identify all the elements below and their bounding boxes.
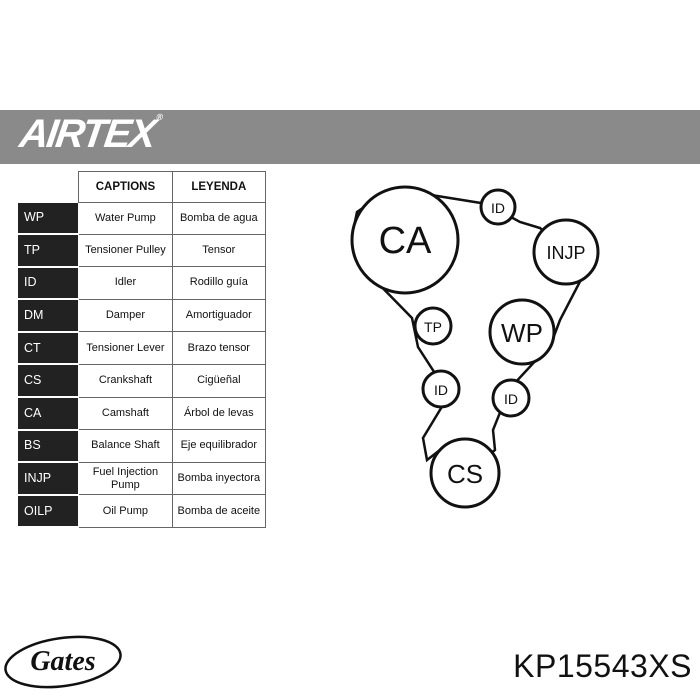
row-leyenda: Bomba de agua: [171, 202, 267, 235]
gates-logo-text: Gates: [30, 646, 95, 677]
row-code: TP: [18, 234, 80, 268]
pulley-injp: [532, 218, 600, 286]
row-code: INJP: [18, 462, 80, 496]
table-row: DM Damper Amortiguador: [18, 298, 267, 333]
row-caption: Water Pump: [78, 202, 173, 235]
table-row: ID Idler Rodillo guía: [18, 266, 267, 301]
pulley-cs: [429, 437, 501, 509]
row-leyenda: Cigüeñal: [171, 363, 267, 398]
row-code: ID: [18, 266, 80, 301]
row-code: DM: [18, 299, 80, 333]
part-number: KP15543XS: [513, 648, 692, 684]
label-tp: TP: [424, 319, 442, 335]
table-row: TP Tensioner Pulley Tensor: [18, 233, 267, 268]
table-row: CA Camshaft Árbol de levas: [18, 396, 267, 431]
table-row: WP Water Pump Bomba de agua: [18, 202, 267, 236]
row-leyenda: Árbol de levas: [171, 396, 267, 431]
row-caption: Camshaft: [78, 396, 173, 431]
row-code: WP: [18, 202, 80, 236]
row-caption: Tensioner Lever: [78, 331, 173, 365]
row-caption: Idler: [78, 266, 173, 300]
registered-mark: ®: [155, 112, 164, 122]
row-code: CT: [18, 331, 80, 366]
table-header-row: CAPTIONS LEYENDA: [18, 171, 267, 203]
table-row: BS Balance Shaft Eje equilibrador: [18, 429, 267, 464]
row-code: BS: [18, 429, 80, 464]
pulley-wp: [488, 298, 556, 366]
row-code: OILP: [18, 494, 80, 529]
brand-banner: [0, 110, 700, 164]
row-leyenda: Tensor: [171, 233, 267, 268]
component-legend-table: CAPTIONS LEYENDA WP Water Pump Bomba de …: [18, 171, 267, 529]
airtex-logo: AIRTEX®: [17, 112, 164, 157]
gates-logo: Gates: [4, 635, 122, 689]
label-cs: CS: [447, 459, 483, 489]
row-caption: Tensioner Pulley: [78, 233, 173, 268]
row-leyenda: Bomba de aceite: [171, 494, 267, 528]
row-leyenda: Eje equilibrador: [171, 429, 267, 463]
row-caption: Damper: [78, 298, 173, 333]
belt-routing-diagram: CA ID INJP TP WP ID ID CS: [350, 185, 600, 509]
label-wp: WP: [501, 318, 543, 348]
table-row: OILP Oil Pump Bomba de aceite: [18, 494, 267, 529]
row-leyenda: Amortiguador: [171, 298, 267, 333]
header-blank-cell: [18, 171, 79, 203]
row-leyenda: Bomba inyectora: [171, 461, 267, 496]
row-caption: Oil Pump: [78, 494, 173, 528]
pulley-ca: [350, 185, 460, 295]
table-row: CT Tensioner Lever Brazo tensor: [18, 331, 267, 366]
label-injp: INJP: [546, 243, 585, 263]
row-caption: Crankshaft: [78, 363, 173, 398]
airtex-logo-text: AIRTEX: [16, 112, 158, 156]
row-caption: Fuel Injection Pump: [78, 461, 173, 496]
row-leyenda: Brazo tensor: [171, 331, 267, 365]
pulley-tp: [413, 306, 453, 346]
label-id-top: ID: [491, 200, 505, 216]
label-ca: CA: [379, 220, 432, 262]
label-id-left: ID: [434, 382, 448, 398]
label-id-right: ID: [504, 391, 518, 407]
row-code: CA: [18, 397, 80, 431]
row-leyenda: Rodillo guía: [171, 266, 267, 300]
row-code: CS: [18, 364, 80, 399]
header-leyenda: LEYENDA: [171, 171, 267, 203]
table-row: CS Crankshaft Cigüeñal: [18, 363, 267, 399]
header-captions: CAPTIONS: [78, 171, 173, 203]
row-caption: Balance Shaft: [78, 429, 173, 463]
pulley-id-top: [479, 188, 517, 226]
table-row: INJP Fuel Injection Pump Bomba inyectora: [18, 461, 267, 496]
pulley-id-left: [421, 369, 461, 409]
pulley-id-right: [491, 378, 531, 418]
